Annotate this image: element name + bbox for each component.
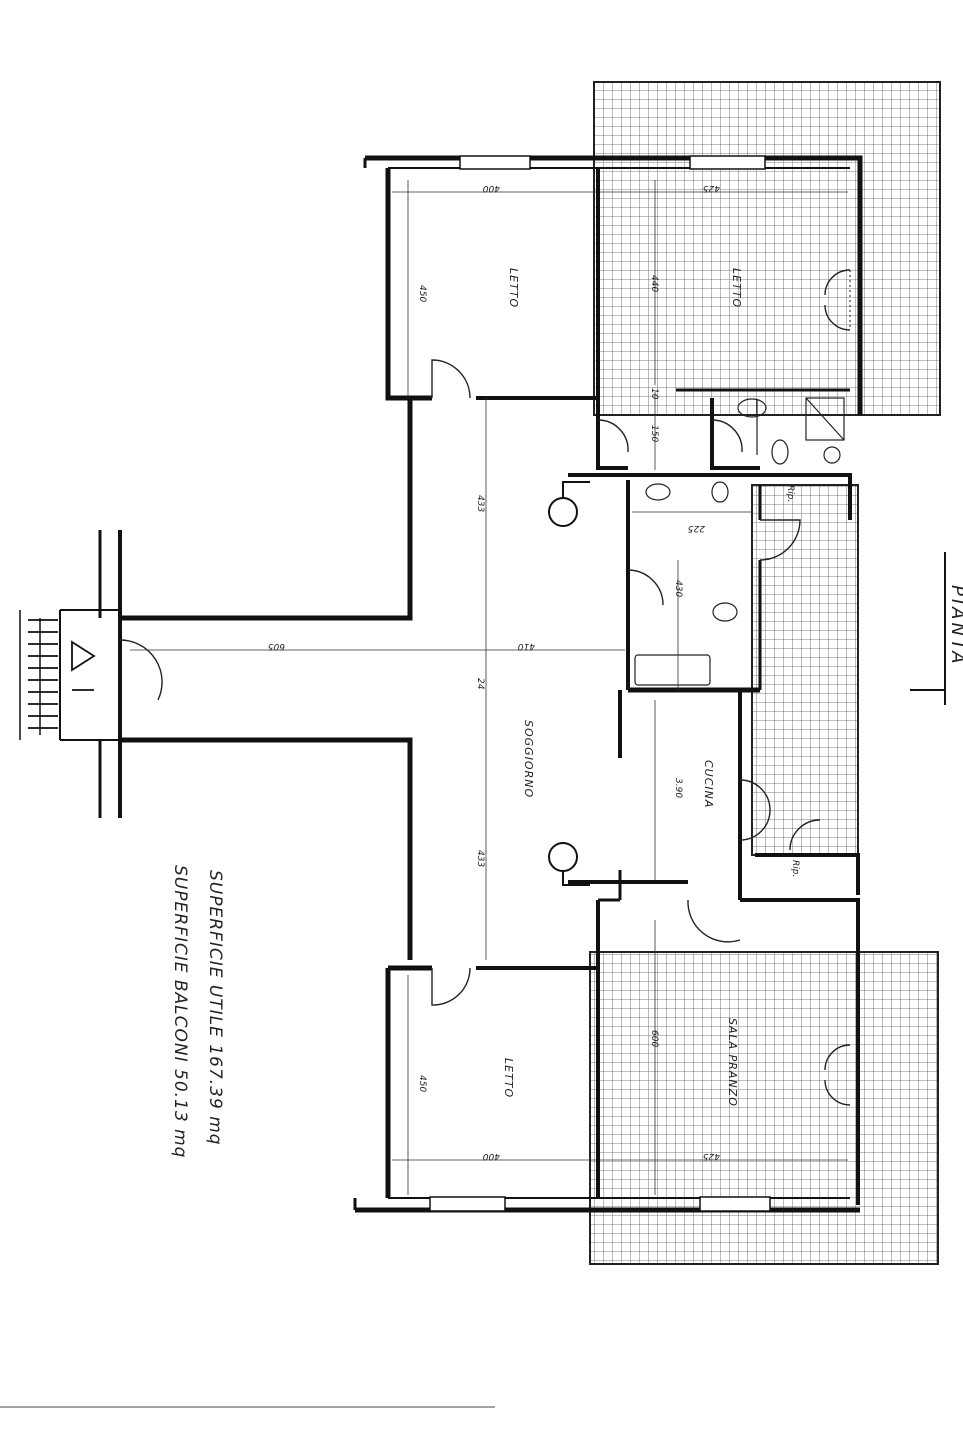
dimension-lines [130,180,848,1195]
room-letto-bottom: LETTO [502,1058,515,1098]
room-sala-pranzo: SALA PRANZO [726,1018,739,1107]
dim-430: 430 [673,580,683,597]
dim-24: 24 [475,678,485,690]
dim-440: 440 [649,275,659,292]
room-cucina: CUCINA [702,760,715,808]
dim-400-top: 400 [483,183,500,193]
room-rip-bottom: Rip. [790,860,800,877]
room-letto-top-left: LETTO [507,268,520,308]
dim-450-bottom: 450 [417,1075,427,1092]
dim-10: 10 [649,388,659,400]
dim-390: 3.90 [673,778,683,798]
dim-433-bottom: 433 [475,850,485,867]
dimension-labels: 400 425 450 440 10 150 433 225 430 605 4… [268,183,720,1161]
dim-400-bottom: 400 [483,1151,500,1161]
note-superficie-utile: SUPERFICIE UTILE 167.39 mq [205,870,225,1146]
room-labels: LETTO LETTO LETTO SOGGIORNO CUCINA SALA … [502,268,800,1107]
entrance-arrow [28,619,96,729]
balcony-right-middle [751,484,859,856]
windows [429,155,771,1212]
dim-425-bottom: 425 [703,1151,720,1161]
area-notes: SUPERFICIE UTILE 167.39 mq SUPERFICIE BA… [170,865,225,1158]
note-superficie-balconi: SUPERFICIE BALCONI 50.13 mq [170,865,190,1158]
dim-410: 410 [518,641,535,651]
fixtures [634,397,845,686]
room-soggiorno: SOGGIORNO [522,720,535,798]
dim-605: 605 [268,641,285,651]
balcony-bottom-right [589,951,939,1265]
dim-433-top: 433 [475,495,485,512]
title-block: PIANTA [910,552,963,705]
dim-450-top: 450 [417,285,427,302]
dim-425-top: 425 [703,183,720,193]
room-letto-top-right: LETTO [730,268,743,308]
dim-600: 600 [649,1030,659,1047]
plan-title: PIANTA [947,585,963,667]
doors [119,269,851,1106]
dim-150: 150 [649,425,659,442]
balcony-top-right [593,81,941,416]
balconies [589,81,941,1265]
dim-225: 225 [688,523,705,533]
ducts [548,481,590,886]
room-rip-top: Rip. [785,485,795,502]
